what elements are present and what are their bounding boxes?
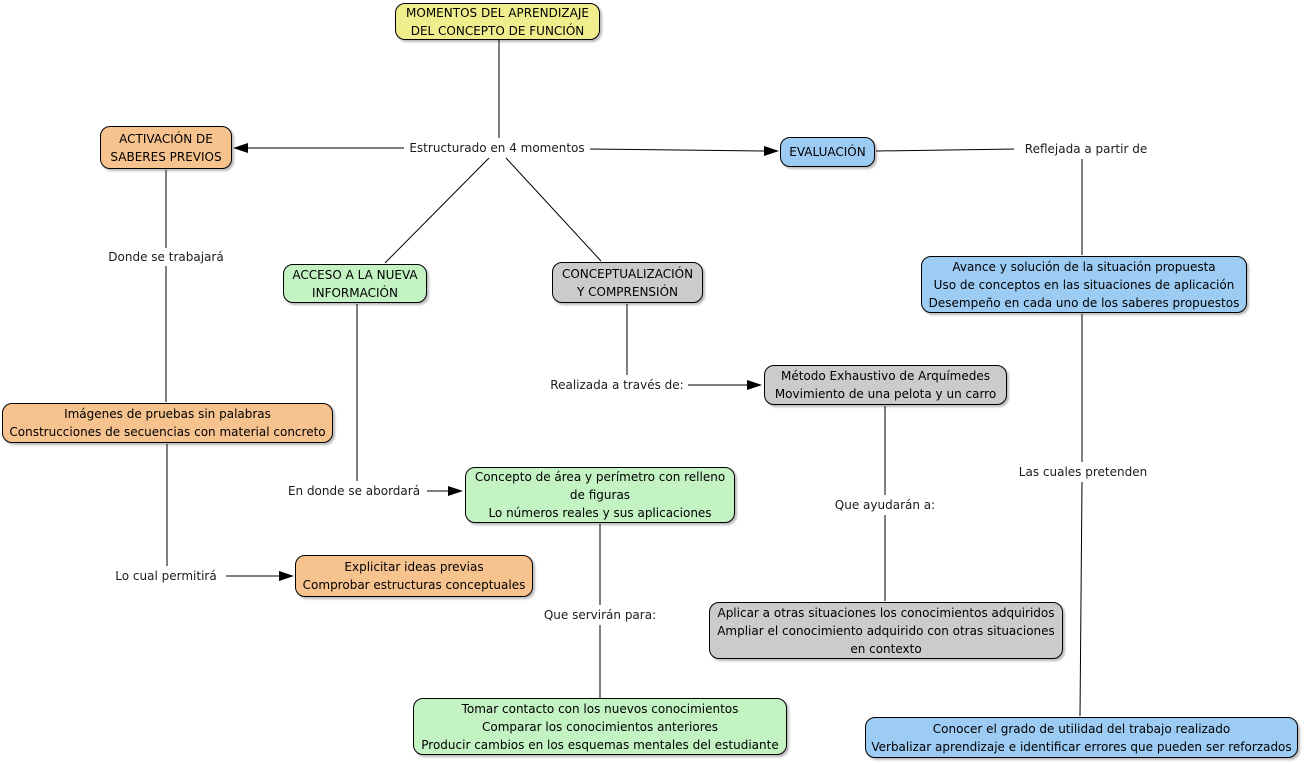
link-label-donde-se-trabajara[interactable]: Donde se trabajará (102, 249, 230, 265)
link-label-las-cuales-pretenden[interactable]: Las cuales pretenden (1014, 464, 1152, 480)
node-text-line: Aplicar a otras situaciones los conocimi… (717, 605, 1055, 620)
node-text-line: Tomar contacto con los nuevos conocimien… (461, 701, 739, 716)
node-text-line: Producir cambios en los esquemas mentale… (421, 737, 779, 752)
node-activacion-saberes-previos[interactable]: ACTIVACIÓN DE SABERES PREVIOS (100, 126, 232, 169)
link-label-lo-cual-permitira[interactable]: Lo cual permitirá (108, 568, 224, 584)
node-text-line: CONCEPTUALIZACIÓN (561, 266, 694, 281)
node-text-line: Uso de conceptos en las situaciones de a… (933, 277, 1235, 292)
connector-line (585, 148, 767, 152)
node-text-line: DEL CONCEPTO DE FUNCIÓN (410, 23, 585, 38)
node-text-line: Ampliar el conocimiento adquirido con ot… (717, 623, 1055, 638)
node-momentos-del-aprendizaje[interactable]: MOMENTOS DEL APRENDIZAJE DEL CONCEPTO DE… (395, 3, 600, 40)
connector-arrowhead (448, 486, 463, 496)
node-text-line: ACTIVACIÓN DE (119, 131, 213, 146)
node-explicitar-ideas-previas[interactable]: Explicitar ideas previas Comprobar estru… (295, 555, 533, 597)
node-text-line: Conocer el grado de utilidad del trabajo… (932, 721, 1231, 736)
connector-line (505, 157, 602, 262)
link-label-en-donde-se-abordara[interactable]: En donde se abordará (283, 483, 425, 499)
node-text-line: MOMENTOS DEL APRENDIZAJE (406, 5, 589, 20)
node-text-line: Construcciones de secuencias con materia… (9, 425, 326, 439)
node-text-line: Concepto de área y perímetro con relleno (474, 470, 726, 484)
node-text-line: Y COMPRENSIÓN (576, 284, 679, 299)
node-text-line: de figuras (569, 488, 631, 502)
connector-arrowhead (747, 380, 762, 390)
node-acceso-nueva-informacion[interactable]: ACCESO A LA NUEVA INFORMACIÓN (283, 264, 427, 303)
node-text-line: ACCESO A LA NUEVA (292, 267, 418, 282)
node-text-line: Comparar los conocimientos anteriores (481, 719, 719, 734)
link-label-estructurado-en-4-momentos[interactable]: Estructurado en 4 momentos (404, 140, 590, 156)
connector-line (1079, 481, 1083, 717)
node-text-line: Método Exhaustivo de Arquímedes (781, 369, 990, 383)
node-evaluacion[interactable]: EVALUACIÓN (780, 137, 875, 167)
node-text-line: Avance y solución de la situación propue… (952, 259, 1216, 274)
node-text-line: Explicitar ideas previas (344, 560, 484, 574)
node-text-line: Verbalizar aprendizaje e identificar err… (871, 739, 1292, 754)
node-text-line: en contexto (850, 641, 922, 656)
node-text-line: INFORMACIÓN (312, 285, 398, 300)
node-tomar-contacto[interactable]: Tomar contacto con los nuevos conocimien… (413, 698, 787, 755)
node-text-line: Desempeño en cada uno de los saberes pro… (928, 295, 1240, 310)
node-metodo-exhaustivo[interactable]: Método Exhaustivo de Arquímedes Movimien… (764, 365, 1007, 405)
link-label-realizada-a-traves-de[interactable]: Realizada a través de: (548, 377, 686, 393)
node-text-line: EVALUACIÓN (789, 145, 866, 159)
link-label-reflejada-a-partir-de[interactable]: Reflejada a partir de (1014, 141, 1158, 157)
node-conocer-grado-utilidad[interactable]: Conocer el grado de utilidad del trabajo… (865, 717, 1298, 758)
connector-arrowhead (764, 146, 779, 156)
node-text-line: Lo números reales y sus aplicaciones (488, 506, 712, 520)
node-conceptualizacion-comprension[interactable]: CONCEPTUALIZACIÓN Y COMPRENSIÓN (552, 262, 703, 303)
node-avance-y-solucion[interactable]: Avance y solución de la situación propue… (921, 256, 1247, 313)
link-label-que-serviran-para[interactable]: Que servirán para: (538, 607, 662, 623)
node-aplicar-otras-situaciones[interactable]: Aplicar a otras situaciones los conocimi… (709, 602, 1063, 659)
node-text-line: Movimiento de una pelota y un carro (774, 387, 997, 401)
node-imagenes-pruebas[interactable]: Imágenes de pruebas sin palabras Constru… (2, 403, 333, 443)
connector-arrowhead (233, 143, 248, 153)
connector-line (875, 148, 1019, 152)
node-concepto-area-perimetro[interactable]: Concepto de área y perímetro con relleno… (465, 467, 735, 523)
connector-line (384, 157, 490, 264)
node-text-line: SABERES PREVIOS (110, 149, 222, 164)
link-label-que-ayudaran-a[interactable]: Que ayudarán a: (828, 497, 942, 513)
connector-arrowhead (279, 571, 294, 581)
node-text-line: Comprobar estructuras conceptuales (302, 578, 526, 592)
node-text-line: Imágenes de pruebas sin palabras (64, 407, 271, 421)
